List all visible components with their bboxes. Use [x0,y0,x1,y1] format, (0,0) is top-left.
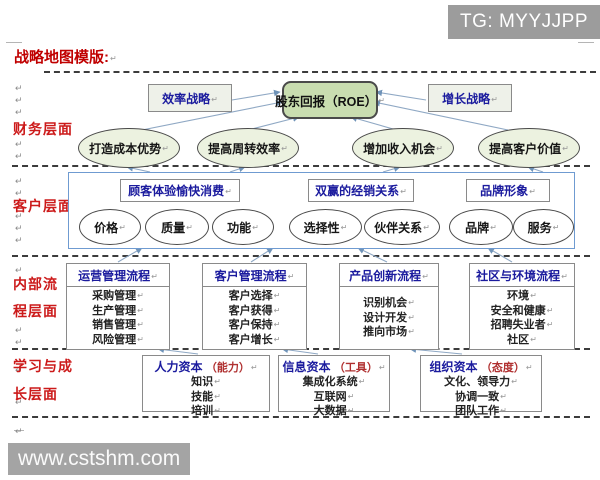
pilcrow-icon: ↵ [15,426,23,436]
process-box-operations-header: 运营管理流程 [78,267,158,284]
process-item: 设计开发 [363,311,415,326]
customer-header-experience-label: 顾客体验愉快消费 [128,182,232,199]
capital-item: 大数据 [314,404,355,419]
customer-header-brand-image: 品牌形象 [466,179,550,202]
layer-label-learning-2: 长层面 [13,386,58,402]
efficiency-strategy-label: 效率战略 [162,90,218,107]
financial-ellipse-cost-advantage: 打造成本优势 [78,128,180,168]
customer-ellipse-brand: 品牌 [449,209,513,245]
process-item: 环境 [507,289,537,304]
process-item: 客户获得 [229,304,281,319]
capital-box-human-header: 人力资本 [154,360,203,374]
customer-ellipse-price: 价格 [79,209,141,245]
capital-box-human: 人力资本 （能力） 知识 技能 培训 [142,355,270,417]
pilcrow-icon: ↵ [15,107,23,117]
customer-header-winwin: 双赢的经销关系 [308,179,414,202]
customer-ellipse-partnership: 伙伴关系 [364,209,440,245]
process-box-community-env-header: 社区与环境流程 [476,267,568,284]
divider-dashed [12,416,590,418]
divider-dashed [44,71,596,73]
process-box-customer-mgmt: 客户管理流程 客户选择 客户获得 客户保持 客户增长 [202,263,307,350]
pilcrow-icon: ↵ [15,188,23,198]
capital-box-organization-subheader: （态度） [481,359,533,375]
pilcrow-icon: ↵ [15,325,23,335]
layer-label-financial: 财务层面 [13,121,73,137]
capital-box-information-header: 信息资本 [282,360,331,374]
pilcrow-icon: ↵ [15,151,23,161]
capital-box-organization: 组织资本 （态度） 文化、领导力 协调一致 团队工作 [420,355,542,417]
customer-ellipse-service: 服务 [513,209,574,245]
process-box-innovation-header: 产品创新流程 [349,267,429,284]
growth-strategy-box: 增长战略 [428,84,512,112]
process-item: 客户选择 [229,289,281,304]
customer-header-brand-image-label: 品牌形象 [480,182,536,199]
process-item: 销售管理 [92,318,144,333]
process-item: 安全和健康 [491,304,554,319]
page-corner-mark [578,42,594,43]
layer-label-internal-1: 内部流 [13,276,58,292]
financial-ellipse-turnover: 提高周转效率 [197,128,299,168]
pilcrow-icon: ↵ [15,365,23,375]
page-corner-mark [6,42,22,43]
divider-dashed [12,165,590,167]
financial-ellipse-revenue: 增加收入机会 [352,128,454,168]
process-item: 风险管理 [92,333,144,348]
capital-item: 培训 [191,404,221,419]
pilcrow-icon: ↵ [15,223,23,233]
efficiency-strategy-box: 效率战略 [148,84,232,112]
layer-label-internal-2: 程层面 [13,303,58,319]
process-item: 推向市场 [363,325,415,340]
pilcrow-icon: ↵ [15,176,23,186]
customer-ellipse-selectivity: 选择性 [289,209,362,245]
pilcrow-icon: ↵ [15,235,23,245]
capital-item: 知识 [191,375,221,390]
capital-item: 互联网 [314,390,355,405]
pilcrow-icon: ↵ [15,95,23,105]
financial-ellipse-customer-value: 提高客户价值 [478,128,580,168]
capital-box-human-subheader: （能力） [206,359,258,375]
process-item: 采购管理 [92,289,144,304]
process-item: 客户增长 [229,333,281,348]
process-box-customer-mgmt-header: 客户管理流程 [215,267,295,284]
process-item: 招聘失业者 [491,318,554,333]
customer-header-experience: 顾客体验愉快消费 [120,179,240,202]
process-box-innovation: 产品创新流程 识别机会 设计开发 推向市场 [339,263,439,350]
capital-item: 文化、领导力 [444,375,518,390]
process-box-operations: 运营管理流程 采购管理 生产管理 销售管理 风险管理 [66,263,170,350]
capital-item: 协调一致 [455,390,507,405]
capital-item: 集成化系统 [303,375,366,390]
pilcrow-icon: ↵ [15,397,23,407]
process-item: 社区 [507,333,537,348]
pilcrow-icon: ↵ [15,83,23,93]
customer-ellipse-quality: 质量 [145,209,209,245]
pilcrow-icon: ↵ [15,265,23,275]
capital-box-information: 信息资本 （工具） 集成化系统 互联网 大数据 [278,355,390,417]
layer-label-learning-1: 学习与成 [13,358,73,374]
process-item: 识别机会 [363,296,415,311]
pilcrow-icon: ↵ [15,337,23,347]
capital-box-organization-header: 组织资本 [429,360,478,374]
growth-strategy-label: 增长战略 [442,90,498,107]
capital-item: 技能 [191,390,221,405]
process-item: 生产管理 [92,304,144,319]
pilcrow-icon: ↵ [15,211,23,221]
divider-dashed [12,255,590,257]
shareholder-return-roe-box: 股东回报（ROE） [275,81,378,119]
process-item: 客户保持 [229,318,281,333]
customer-header-winwin-label: 双赢的经销关系 [315,182,407,199]
watermark-bottom: www.cstshm.com [8,443,191,475]
customer-ellipse-function: 功能 [212,209,274,245]
pilcrow-icon: ↵ [15,139,23,149]
page-corner-mark [14,430,24,431]
capital-item: 团队工作 [455,404,507,419]
page-title: 战略地图模版: [14,46,117,67]
layer-label-customer: 客户层面 [13,198,73,214]
process-box-community-env: 社区与环境流程 环境 安全和健康 招聘失业者 社区 [469,263,575,350]
capital-box-information-subheader: （工具） [334,359,386,375]
watermark-top: TG: MYYJJPP [448,5,600,39]
